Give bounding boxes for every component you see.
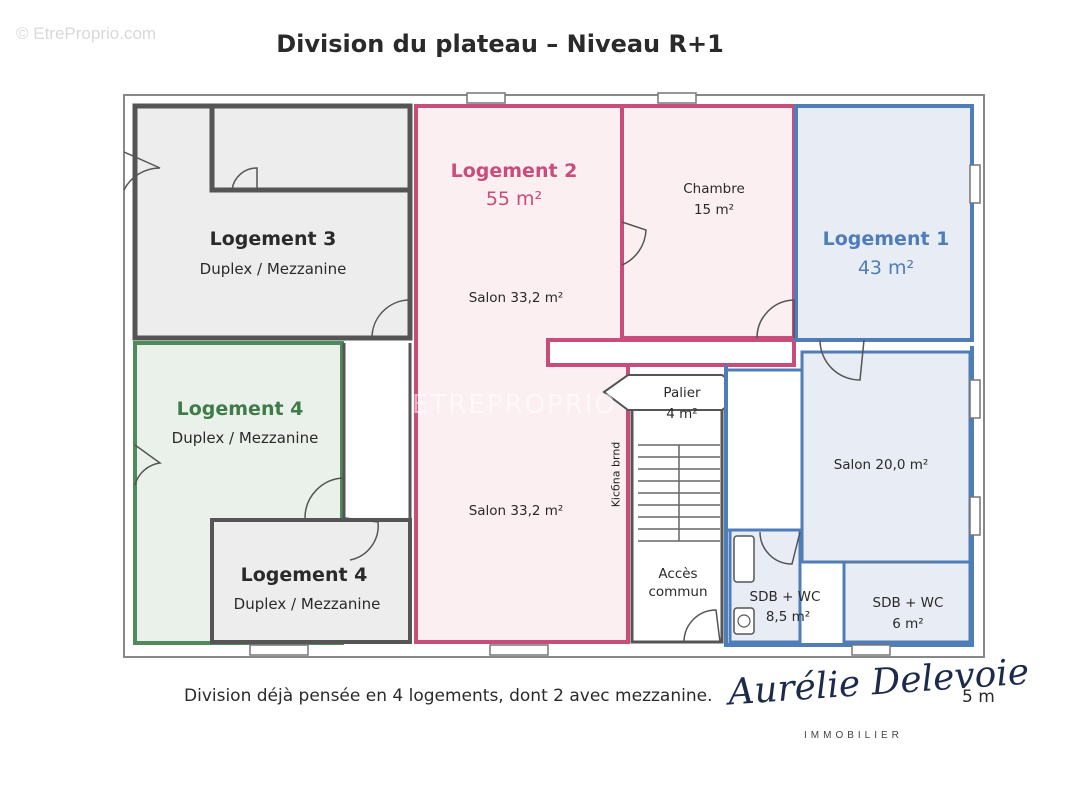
logement3-inner-wall (209, 106, 410, 193)
logement3-area (132, 103, 413, 341)
salon-l1-label: Salon 20,0 m² (833, 457, 929, 473)
door-l4-left (134, 444, 162, 486)
scale-label: 5 m (962, 687, 995, 707)
logement1-area (794, 104, 974, 342)
plan-caption: Division déjà pensée en 4 logements, don… (184, 686, 713, 706)
logement3-name: Logement 3 (209, 228, 337, 250)
chambre-area: 15 m² (693, 202, 735, 218)
door-chambre (621, 221, 647, 266)
stair-area (630, 378, 724, 644)
salon-top-label: Salon 33,2 m² (468, 290, 564, 306)
signature-subtitle: IMMOBILIER (804, 730, 903, 741)
logement1-area: 43 m² (857, 257, 915, 279)
stair-steps (638, 444, 720, 542)
acces-line2: commun (648, 584, 708, 600)
logement4-grey-area (210, 518, 412, 644)
salon-l1-area (800, 350, 972, 564)
door-l3-left (123, 151, 161, 191)
hall-l1 (724, 368, 804, 532)
windows (249, 92, 981, 656)
door-l4-bottom (344, 517, 379, 561)
bathtub-icon (733, 535, 755, 583)
door-l3-bottom (371, 299, 411, 339)
logement4-green-name: Logement 4 (176, 398, 304, 420)
logement2-area: 55 m² (485, 188, 543, 210)
logement4-grey-sub: Duplex / Mezzanine (233, 595, 381, 613)
sdb-left-name: SDB + WC (749, 589, 821, 605)
door-l3-inner (231, 167, 258, 191)
corridor-left (344, 343, 410, 518)
sdb-right-area: 6 m² (892, 616, 924, 632)
chambre-name: Chambre (683, 181, 745, 197)
sdb-right-name: SDB + WC (872, 595, 944, 611)
door-l1 (819, 339, 865, 381)
watermark-text: © EtreProprio.com (16, 24, 157, 43)
door-arcs (123, 151, 865, 643)
logement2-area (414, 104, 630, 644)
plan-outline (123, 94, 985, 658)
logement1-name: Logement 1 (822, 228, 950, 250)
salon-bottom-label: Salon 33,2 m² (468, 503, 564, 519)
logement4-green-sub: Duplex / Mezzanine (171, 429, 319, 447)
logement2-name: Logement 2 (450, 160, 578, 182)
sdb-left-area: 8,5 m² (765, 609, 811, 625)
chambre-area (620, 104, 796, 340)
page-title: Division du plateau – Niveau R+1 (276, 30, 724, 58)
logement3-sub: Duplex / Mezzanine (199, 260, 347, 278)
acces-line1: Accès (658, 566, 698, 582)
door-l2-salon (756, 299, 795, 339)
kitchen-label: Kicбna brnd (609, 441, 623, 508)
palier-area: 4 m² (666, 406, 698, 422)
logement2-notch (546, 338, 796, 367)
door-acces (683, 609, 721, 643)
toilet-icon (733, 607, 755, 635)
center-watermark: ETREPROPRIO (412, 390, 617, 420)
palier-name: Palier (663, 385, 701, 401)
logement4-grey-name: Logement 4 (240, 564, 368, 586)
door-sdb (759, 531, 801, 565)
logement1-outline (724, 346, 974, 647)
door-l4-corridor (304, 477, 345, 519)
